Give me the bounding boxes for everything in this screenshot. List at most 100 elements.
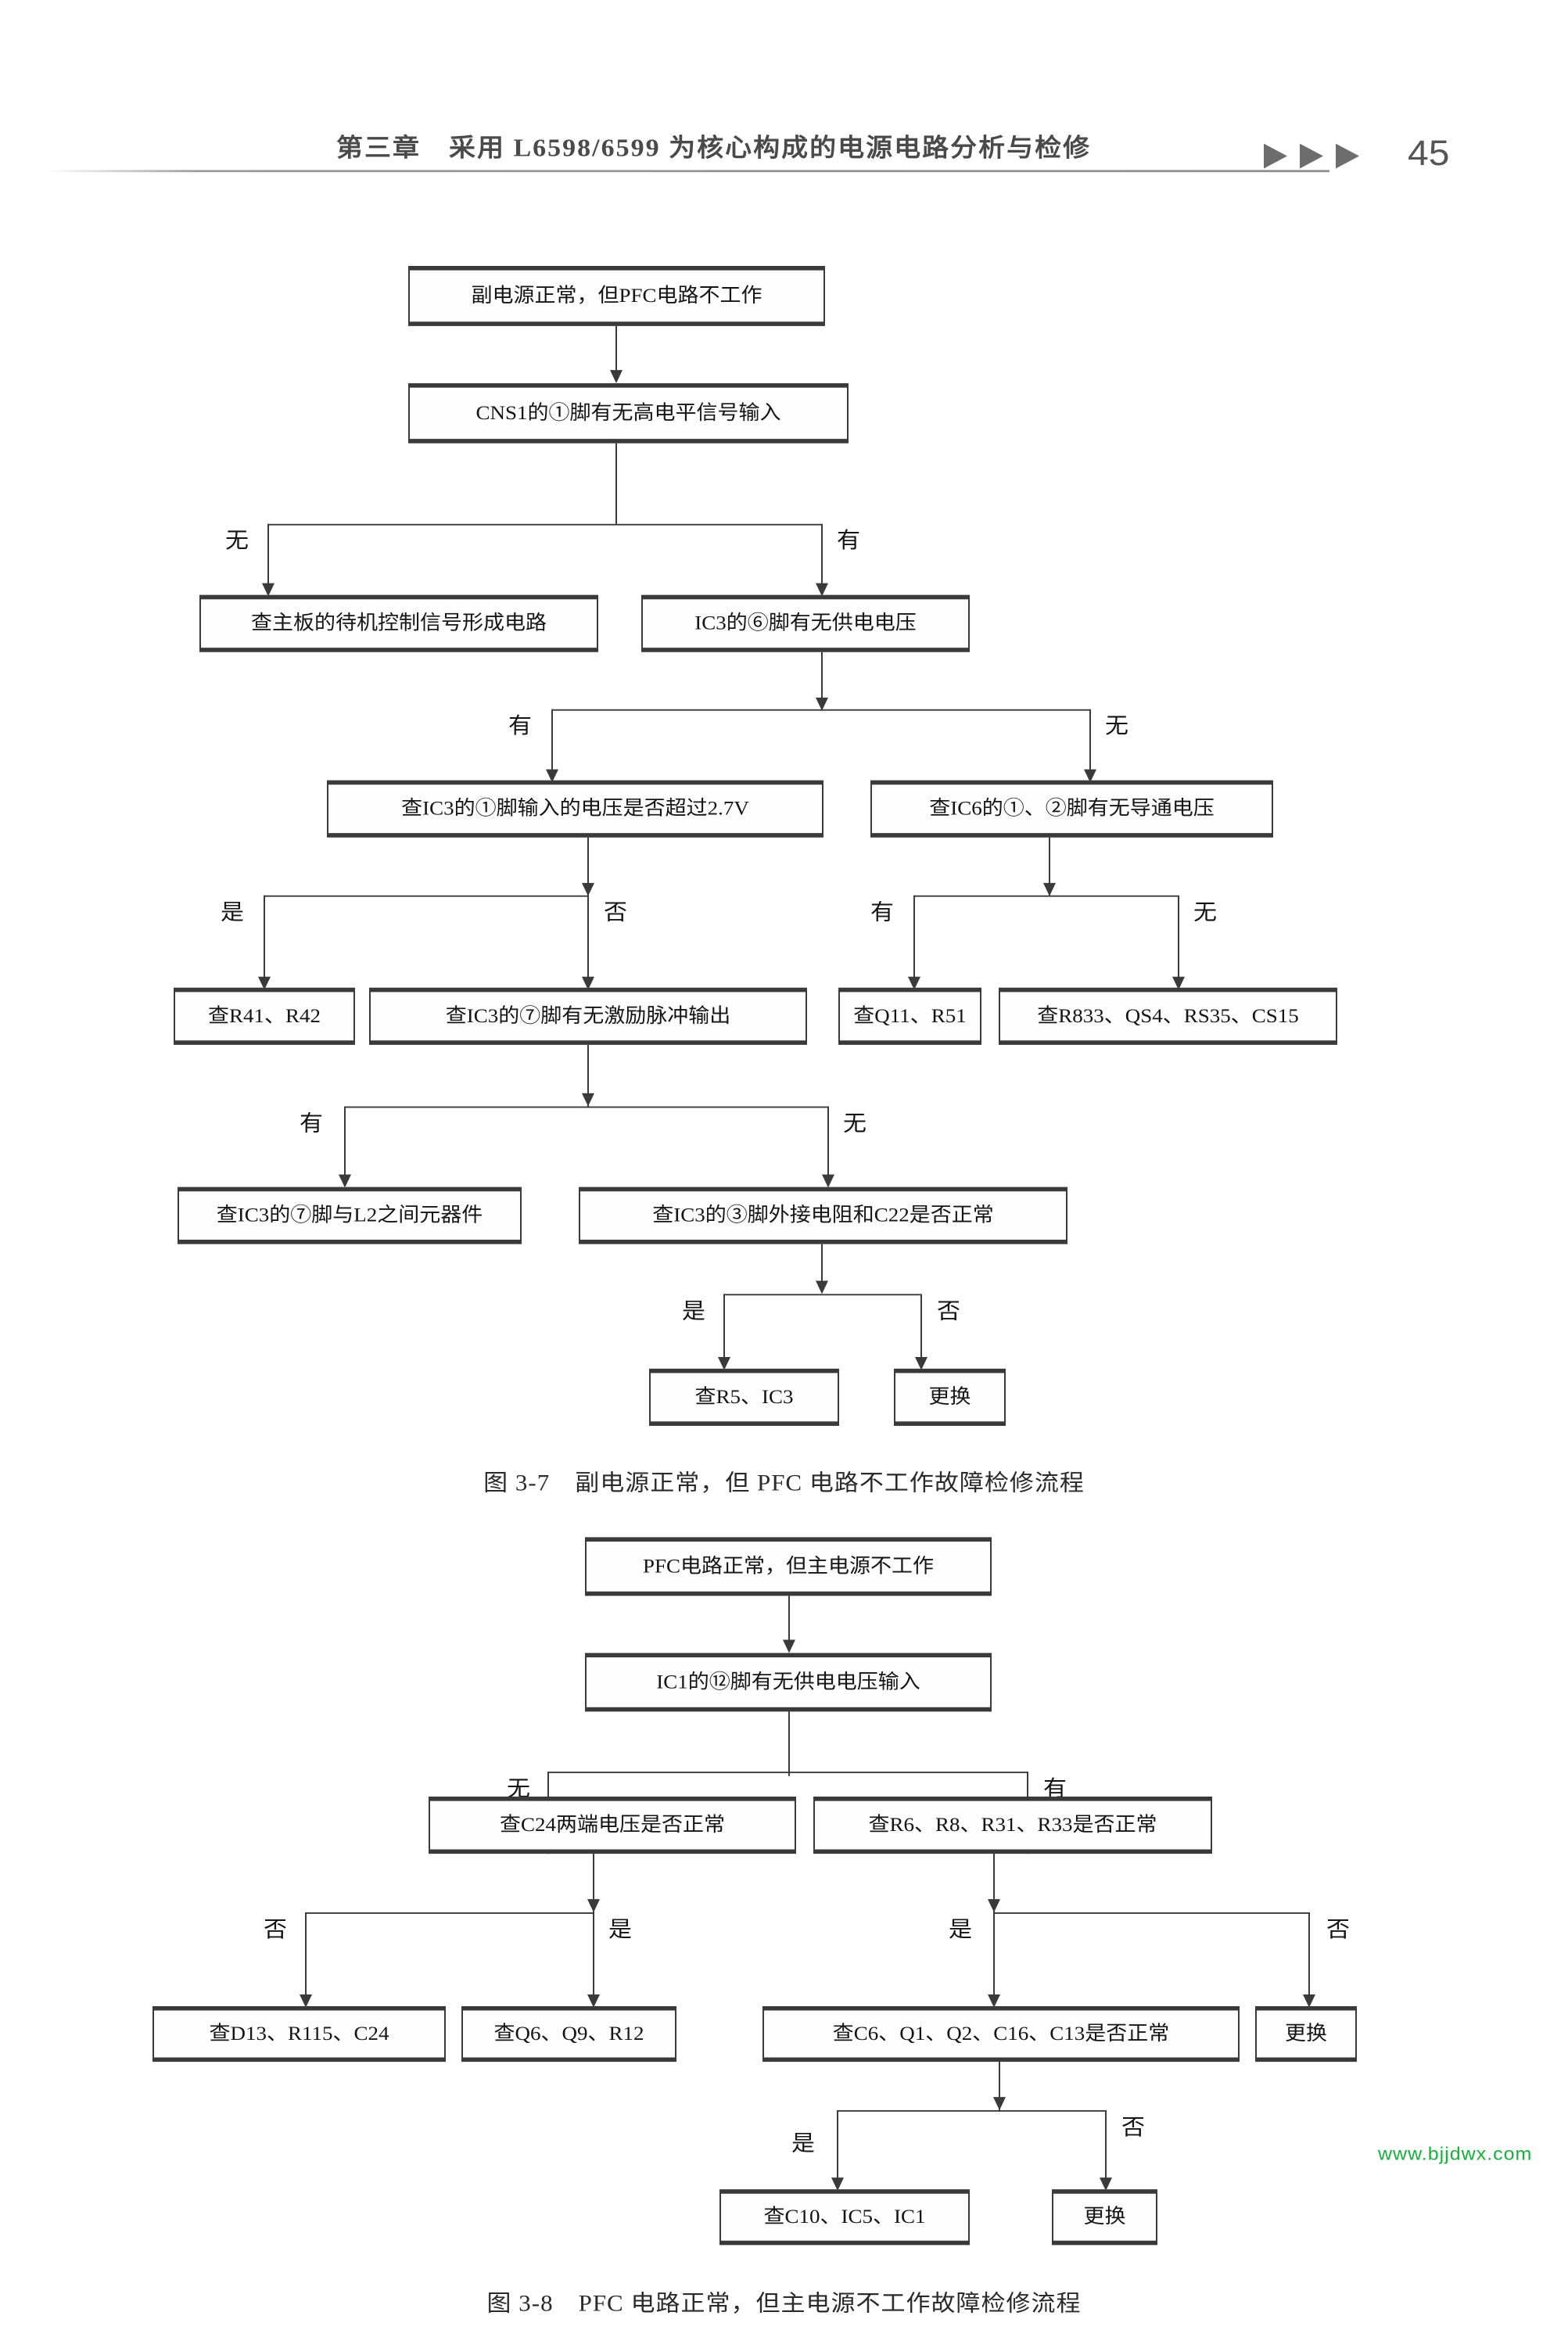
flow-arrowhead bbox=[831, 2177, 844, 2192]
flowchart-fig-3-8: PFC电路正常，但主电源不工作 IC1的⑫脚有无供电电压输入 无 有 查C24两… bbox=[152, 1537, 1357, 2063]
flow-connector bbox=[913, 895, 915, 987]
triangle-right-icon bbox=[1336, 143, 1359, 169]
flow-arrowhead bbox=[915, 1356, 928, 1370]
flow-edge-label: 否 bbox=[937, 1298, 960, 1323]
flow-node: 查R41、R42 bbox=[174, 987, 355, 1045]
flow-arrowhead bbox=[988, 1994, 1000, 2008]
flow-connector bbox=[993, 1912, 995, 2005]
flow-edge-label: 是 bbox=[608, 1917, 632, 1942]
flow-connector bbox=[788, 1596, 790, 1651]
flow-arrowhead bbox=[587, 1994, 600, 2008]
flow-connector bbox=[267, 523, 269, 594]
flow-arrowhead bbox=[582, 976, 594, 990]
flow-node: PFC电路正常，但主电源不工作 bbox=[585, 1537, 992, 1596]
flow-node: 查IC3的⑦脚与L2之间元器件 bbox=[178, 1187, 522, 1244]
flow-connector bbox=[1178, 895, 1179, 987]
flow-connector bbox=[827, 1106, 829, 1186]
flow-node: 更换 bbox=[1052, 2189, 1157, 2246]
flow-node: 查R5、IC3 bbox=[649, 1368, 839, 1426]
flow-node: 查主板的待机控制信号形成电路 bbox=[199, 594, 598, 652]
flow-edge-label: 无 bbox=[1105, 713, 1128, 738]
flow-connector bbox=[837, 2109, 1107, 2112]
flow-edge-label: 否 bbox=[1326, 1917, 1350, 1942]
flow-arrowhead bbox=[822, 1174, 834, 1188]
flow-arrowhead bbox=[587, 1899, 600, 1913]
flow-connector bbox=[615, 325, 617, 382]
flow-arrowhead bbox=[1084, 769, 1096, 783]
flow-node: IC1的⑫脚有无供电电压输入 bbox=[585, 1653, 992, 1712]
flow-arrowhead bbox=[783, 1639, 795, 1653]
flow-edge-label: 是 bbox=[949, 1917, 972, 1942]
flow-connector bbox=[267, 523, 823, 526]
flow-connector bbox=[723, 1294, 920, 1296]
flow-connector bbox=[587, 837, 589, 896]
flow-edge-label: 是 bbox=[682, 1298, 705, 1323]
flow-connector bbox=[821, 523, 823, 594]
flow-arrowhead bbox=[718, 1356, 730, 1370]
flow-connector bbox=[593, 1912, 594, 2005]
flow-connector bbox=[993, 1854, 995, 1913]
flow-node: 查C6、Q1、Q2、C16、C13是否正常 bbox=[762, 2005, 1240, 2063]
flow-arrowhead bbox=[582, 1093, 594, 1107]
flow-node: 查R6、R8、R31、R33是否正常 bbox=[813, 1797, 1212, 1854]
flow-connector bbox=[821, 1244, 823, 1293]
page-number: 45 bbox=[1408, 134, 1450, 174]
flow-arrowhead bbox=[816, 583, 828, 597]
flow-arrowhead bbox=[1100, 2177, 1112, 2192]
flow-connector bbox=[344, 1106, 346, 1186]
flow-edge-label: 否 bbox=[264, 1917, 287, 1942]
flow-edge-label: 有 bbox=[870, 900, 894, 925]
flow-node: 查C24两端电压是否正常 bbox=[429, 1797, 796, 1854]
flow-arrowhead bbox=[816, 697, 828, 711]
flow-arrowhead bbox=[339, 1174, 351, 1188]
header-title: 第三章 采用 L6598/6599 为核心构成的电源电路分析与检修 bbox=[336, 135, 1092, 163]
flow-arrowhead bbox=[988, 1899, 1000, 1913]
flow-node: 更换 bbox=[894, 1368, 1006, 1426]
flowchart-fig-3-7: 副电源正常，但PFC电路不工作 CNS1的①脚有无高电平信号输入 无 有 查主板… bbox=[174, 266, 1337, 1244]
flow-edge-label: 有 bbox=[300, 1111, 323, 1136]
running-header: 第三章 采用 L6598/6599 为核心构成的电源电路分析与检修 bbox=[0, 117, 1568, 183]
flow-edge-label: 无 bbox=[225, 528, 249, 553]
flow-connector bbox=[1049, 837, 1050, 896]
flow-arrowhead bbox=[1172, 976, 1185, 990]
flow-connector bbox=[837, 2109, 838, 2190]
flow-connector bbox=[551, 709, 1091, 711]
flow-connector bbox=[999, 2062, 1000, 2112]
flow-connector bbox=[593, 1854, 594, 1913]
flow-connector bbox=[1105, 2109, 1107, 2190]
flow-edge-label: 无 bbox=[843, 1111, 867, 1136]
flow-arrowhead bbox=[546, 769, 558, 783]
flow-edge-label: 有 bbox=[837, 528, 860, 553]
flow-arrowhead bbox=[582, 882, 594, 896]
flowchart-fig-3-8-tail: 是 否 查C10、IC5、IC1 更换 bbox=[719, 2062, 1157, 2246]
flow-arrowhead bbox=[300, 1994, 312, 2008]
site-watermark: www.bjjdwx.com bbox=[1378, 2144, 1533, 2165]
flow-edge-label: 否 bbox=[1121, 2115, 1145, 2140]
flow-node: 查Q6、Q9、R12 bbox=[461, 2005, 676, 2063]
flow-connector bbox=[547, 1772, 1028, 1774]
flow-node: 查C10、IC5、IC1 bbox=[719, 2189, 970, 2246]
flow-arrowhead bbox=[1043, 882, 1056, 896]
flow-arrowhead bbox=[258, 976, 271, 990]
flow-node: 查IC3的⑦脚有无激励脉冲输出 bbox=[369, 987, 807, 1045]
flow-connector bbox=[587, 895, 589, 987]
flow-connector bbox=[788, 1711, 790, 1776]
header-rule bbox=[47, 170, 1329, 173]
flow-node: IC3的⑥脚有无供电电压 bbox=[641, 594, 970, 652]
figure-caption: 图 3-7 副电源正常，但 PFC 电路不工作故障检修流程 bbox=[483, 1470, 1085, 1495]
flow-node: 查IC6的①、②脚有无导通电压 bbox=[870, 780, 1273, 838]
flow-connector bbox=[305, 1912, 594, 1914]
flow-edge-label: 有 bbox=[508, 713, 532, 738]
triangle-right-icon bbox=[1264, 143, 1287, 169]
header-arrow-group bbox=[1264, 143, 1359, 169]
flow-connector bbox=[1089, 709, 1091, 780]
flow-edge-label: 是 bbox=[221, 900, 244, 925]
flow-node: 副电源正常，但PFC电路不工作 bbox=[408, 266, 825, 326]
flow-node: CNS1的①脚有无高电平信号输入 bbox=[408, 382, 849, 443]
flow-edge-label: 否 bbox=[604, 900, 627, 925]
flow-connector bbox=[344, 1106, 829, 1108]
flow-node: 更换 bbox=[1255, 2005, 1357, 2063]
flowchart-fig-3-7-tail: 是 否 查R5、IC3 更换 bbox=[649, 1244, 1006, 1426]
flow-node: 查R833、QS4、RS35、CS15 bbox=[999, 987, 1337, 1045]
